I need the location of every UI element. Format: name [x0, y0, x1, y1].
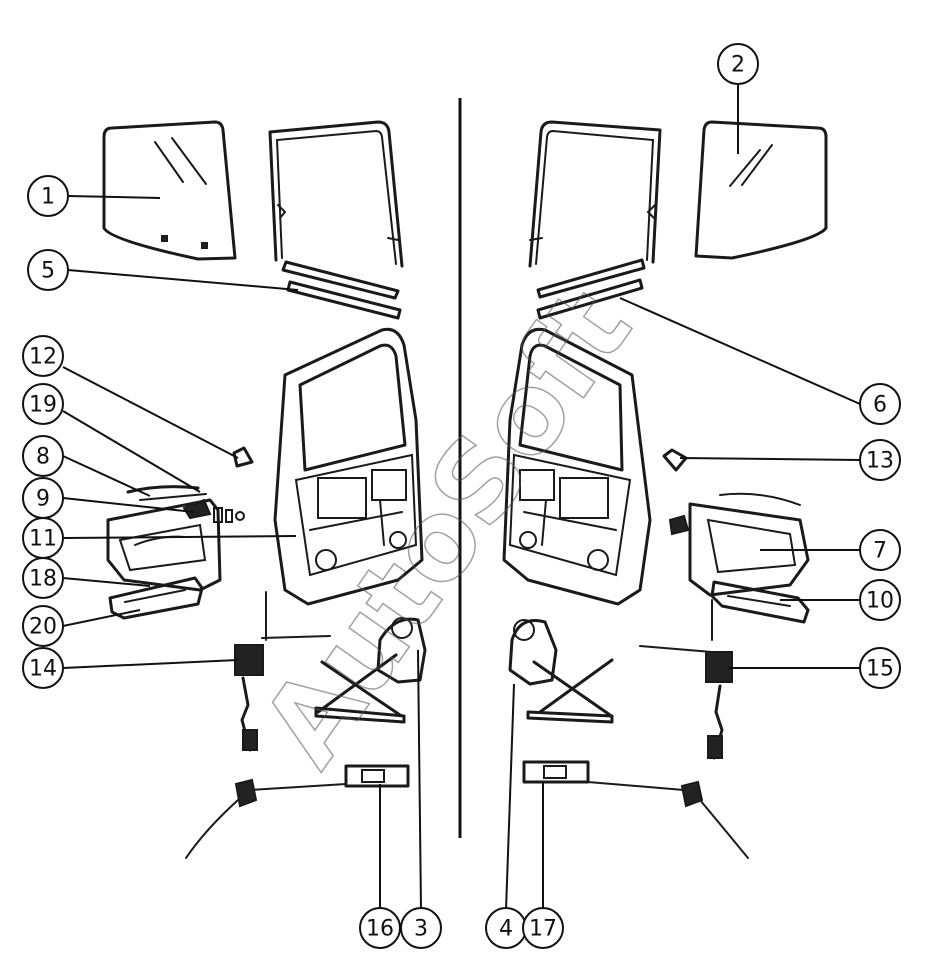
left-door-glass — [102, 120, 237, 261]
svg-text:3: 3 — [414, 917, 428, 942]
callout-20: 20 — [22, 605, 64, 647]
left-door-pocket — [108, 576, 204, 620]
svg-text:8: 8 — [36, 445, 50, 470]
svg-text:2: 2 — [731, 53, 745, 78]
right-door-shell — [502, 327, 652, 606]
right-door-trim-panel — [668, 492, 810, 597]
svg-text:4: 4 — [499, 917, 513, 942]
left-lock-assembly — [234, 591, 331, 752]
callout-2: 2 — [717, 43, 759, 85]
leader-lines — [62, 84, 861, 911]
svg-text:16: 16 — [366, 917, 394, 942]
watermark-text: AutoSoft — [237, 267, 656, 788]
svg-text:9: 9 — [36, 487, 50, 512]
callout-12: 12 — [22, 335, 64, 377]
svg-text:1: 1 — [41, 185, 55, 210]
right-lock-assembly — [639, 599, 733, 760]
svg-text:5: 5 — [41, 259, 55, 284]
svg-text:19: 19 — [29, 393, 57, 418]
svg-text:10: 10 — [866, 589, 894, 614]
callout-4: 4 — [485, 907, 527, 949]
right-mirror-bracket — [662, 448, 688, 472]
right-window-regulator — [508, 619, 614, 724]
callout-3: 3 — [400, 907, 442, 949]
left-mirror-bracket — [232, 446, 254, 468]
svg-text:13: 13 — [866, 449, 894, 474]
callout-8: 8 — [22, 435, 64, 477]
callout-17: 17 — [522, 907, 564, 949]
right-door-latch — [522, 760, 749, 859]
callout-1: 1 — [27, 175, 69, 217]
callout-6: 6 — [859, 383, 901, 425]
left-glass-run-channel — [268, 120, 404, 268]
callout-10: 10 — [859, 579, 901, 621]
callout-11: 11 — [22, 517, 64, 559]
left-window-regulator — [314, 617, 427, 724]
right-glass-run-channel — [528, 120, 662, 268]
svg-text:17: 17 — [529, 917, 557, 942]
svg-text:6: 6 — [873, 393, 887, 418]
callout-19: 19 — [22, 383, 64, 425]
left-door-latch — [185, 764, 410, 859]
callout-18: 18 — [22, 557, 64, 599]
svg-text:14: 14 — [29, 657, 57, 682]
left-armrest-trim — [126, 485, 245, 523]
callout-13: 13 — [859, 439, 901, 481]
callout-9: 9 — [22, 477, 64, 519]
right-belt-moulding — [536, 258, 646, 320]
svg-text:18: 18 — [29, 567, 57, 592]
callout-16: 16 — [359, 907, 401, 949]
callout-5: 5 — [27, 249, 69, 291]
svg-text:11: 11 — [29, 527, 57, 552]
left-door-shell — [273, 327, 424, 606]
right-door-glass — [694, 120, 828, 260]
svg-text:7: 7 — [873, 539, 887, 564]
callout-14: 14 — [22, 647, 64, 689]
callout-7: 7 — [859, 529, 901, 571]
svg-text:20: 20 — [29, 615, 57, 640]
right-door-pocket — [710, 580, 810, 624]
svg-text:15: 15 — [866, 657, 894, 682]
callout-15: 15 — [859, 647, 901, 689]
left-belt-moulding — [281, 260, 402, 320]
svg-text:12: 12 — [29, 345, 57, 370]
